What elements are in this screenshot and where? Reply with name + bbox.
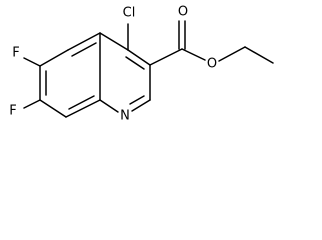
bond-c5-c4a: [67, 32, 101, 51]
bond-c4-c3: [127, 49, 151, 66]
chlorine-label: Cl: [123, 6, 136, 21]
ring-nitrogen-label: N: [120, 109, 130, 124]
bond-ester-o-ch2: [218, 46, 246, 62]
molecule-structure: Cl O O F F N: [9, 5, 274, 124]
bond-c2-n1: [131, 99, 151, 112]
bond-c3-carbonyl: [149, 48, 183, 66]
substituent-bonds: [23, 20, 274, 109]
ester-oxygen-label: O: [207, 57, 217, 72]
benzene-ring: [39, 32, 101, 118]
bond-c8a-c8-inner: [68, 95, 95, 110]
bond-c4a-c4: [99, 32, 129, 51]
bond-c7-f: [23, 99, 41, 109]
bond-c5-c4a-inner: [71, 42, 97, 57]
bond-carbonyl-ester-o: [181, 48, 206, 61]
carbonyl-oxygen-label: O: [178, 5, 188, 20]
bond-c8a-c8: [65, 99, 101, 118]
bond-c4-c3-inner: [125, 56, 145, 70]
atom-labels: Cl O O F F N: [9, 5, 217, 124]
bond-c6-f: [23, 57, 41, 67]
bond-c8-c7: [39, 99, 67, 118]
pyridine-ring: [99, 32, 151, 113]
bond-c2-n1-inner: [129, 95, 145, 105]
bond-c6-c5: [39, 49, 69, 67]
fluorine-6-label: F: [12, 46, 19, 61]
bond-n1-c8a: [99, 99, 119, 113]
fluorine-7-label: F: [9, 104, 16, 119]
bond-ch2-ch3: [244, 46, 274, 64]
